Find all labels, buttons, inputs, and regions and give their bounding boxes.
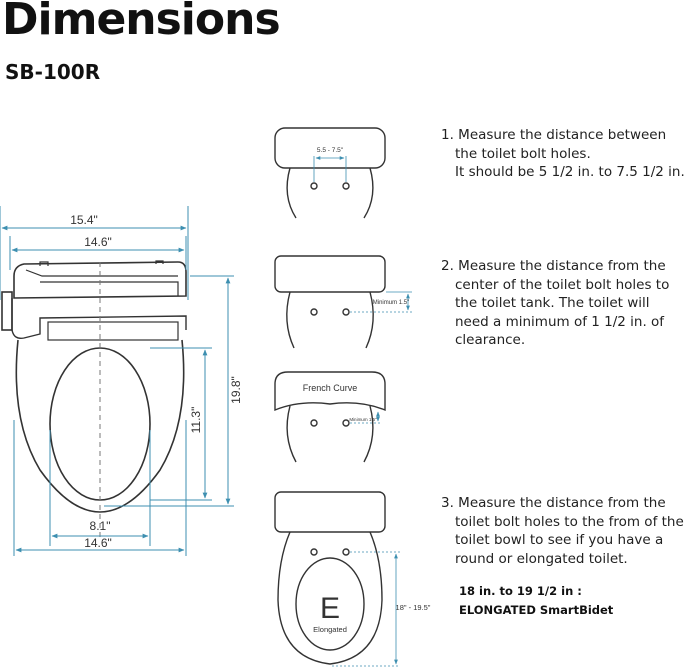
bowl-opening — [295, 557, 365, 651]
elongated-note: 18 in. to 19 1/2 in : ELONGATED SmartBid… — [459, 584, 614, 617]
tank-outline — [274, 255, 386, 293]
model-number: SB-100R — [5, 60, 101, 84]
label-bowl-length: 18" - 19.5" — [396, 603, 431, 612]
label-french-curve-minimum: Minimum 1.5" — [349, 417, 377, 422]
french-curve-tank-outline — [274, 371, 386, 412]
bolt-hole-icon — [342, 419, 350, 427]
elongated-bowl-diagram — [274, 491, 386, 665]
label-height: 19.8" — [229, 376, 243, 404]
step-1-text: 1. Measure the distance between the toil… — [441, 127, 685, 180]
label-bottom-width: 14.6" — [84, 536, 112, 550]
bolt-hole-icon — [342, 182, 350, 190]
label-inner-width: 14.6" — [84, 235, 112, 249]
bolt-hole-icon — [310, 182, 318, 190]
bolt-hole-icon — [310, 419, 318, 427]
bolt-hole-icon — [342, 308, 350, 316]
label-minimum-clearance: Minimum 1.5" — [373, 300, 409, 306]
bolt-hole-icon — [310, 548, 318, 556]
bolt-hole-icon — [310, 308, 318, 316]
french-curve-diagram — [274, 371, 386, 463]
step-2-text: 2. Measure the distance from the center … — [441, 258, 670, 348]
label-top-width: 15.4" — [70, 213, 98, 227]
clearance-diagram — [274, 255, 386, 349]
bolt-spacing-diagram — [274, 127, 386, 219]
seat-outline — [15, 339, 185, 513]
seat-housing — [13, 261, 187, 299]
label-bolt-spacing: 5.5 - 7.5" — [317, 147, 344, 154]
bidet-seat-drawing — [1, 260, 187, 540]
step-3-text: 3. Measure the distance from the toilet … — [441, 495, 684, 567]
bowl-outline — [277, 531, 383, 665]
tank-outline — [274, 491, 386, 533]
tank-outline — [274, 127, 386, 169]
bolt-hole-icon — [342, 548, 350, 556]
label-opening-width: 8.1" — [90, 519, 111, 533]
elongated-letter: E — [320, 592, 340, 625]
side-control-panel — [1, 291, 13, 331]
page-title: Dimensions — [2, 0, 281, 45]
label-elongated: Elongated — [313, 625, 347, 634]
label-french-curve: French Curve — [303, 383, 358, 393]
label-opening-length: 11.3" — [189, 407, 203, 434]
